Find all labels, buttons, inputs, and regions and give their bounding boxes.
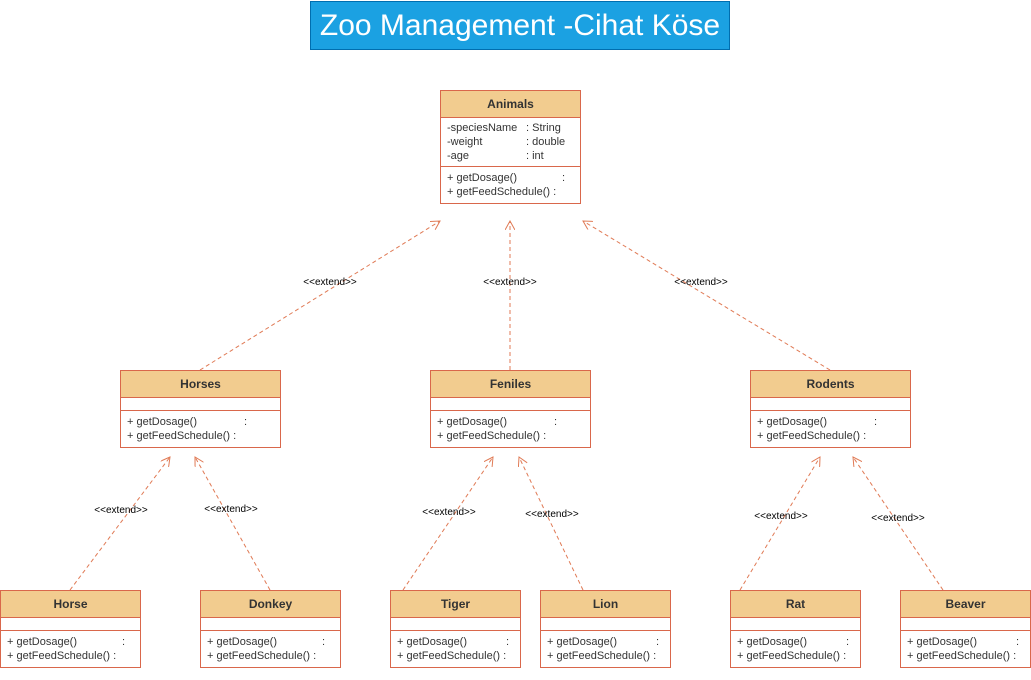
class-methods: + getDosage(): + getFeedSchedule() : <box>731 631 860 667</box>
class-methods: + getDosage(): + getFeedSchedule() : <box>201 631 340 667</box>
method-row: + getFeedSchedule() : <box>737 650 847 662</box>
class-methods: + getDosage(): + getFeedSchedule() : <box>441 167 580 203</box>
class-name: Feniles <box>431 371 590 398</box>
class-name: Lion <box>541 591 670 618</box>
class-horses[interactable]: Horses + getDosage(): + getFeedSchedule(… <box>120 370 281 448</box>
class-animals[interactable]: Animals -speciesName: String -weight: do… <box>440 90 581 204</box>
edge-label: <<extend>> <box>754 511 808 522</box>
edge-rodents-animals: <<extend>> <box>583 221 831 371</box>
method-row: + getDosage(): <box>7 636 126 648</box>
edge-label: <<extend>> <box>525 509 579 520</box>
method-row: + getFeedSchedule() : <box>397 650 507 662</box>
class-attributes: -speciesName: String -weight: double -ag… <box>441 118 580 167</box>
class-methods: + getDosage(): + getFeedSchedule() : <box>751 411 910 447</box>
class-name: Tiger <box>391 591 520 618</box>
attribute-row: -speciesName: String <box>447 122 561 134</box>
method-row: + getFeedSchedule() : <box>447 186 557 198</box>
edge-label: <<extend>> <box>871 513 925 524</box>
method-row: + getDosage(): <box>207 636 326 648</box>
class-methods: + getDosage(): + getFeedSchedule() : <box>1 631 140 667</box>
class-attributes <box>901 618 1030 631</box>
edge-label: <<extend>> <box>94 505 148 516</box>
class-beaver[interactable]: Beaver + getDosage(): + getFeedSchedule(… <box>900 590 1031 668</box>
class-name: Animals <box>441 91 580 118</box>
class-tiger[interactable]: Tiger + getDosage(): + getFeedSchedule()… <box>390 590 521 668</box>
method-row: + getDosage(): <box>907 636 1020 648</box>
method-row: + getFeedSchedule() : <box>547 650 657 662</box>
class-donkey[interactable]: Donkey + getDosage(): + getFeedSchedule(… <box>200 590 341 668</box>
class-name: Rat <box>731 591 860 618</box>
class-name: Rodents <box>751 371 910 398</box>
class-feniles[interactable]: Feniles + getDosage(): + getFeedSchedule… <box>430 370 591 448</box>
class-methods: + getDosage(): + getFeedSchedule() : <box>431 411 590 447</box>
edge-donkey-horses: <<extend>> <box>195 457 271 591</box>
class-attributes <box>731 618 860 631</box>
method-row: + getFeedSchedule() : <box>7 650 117 662</box>
class-lion[interactable]: Lion + getDosage(): + getFeedSchedule() … <box>540 590 671 668</box>
edge-feniles-animals: <<extend>> <box>483 221 537 370</box>
class-attributes <box>751 398 910 411</box>
class-rodents[interactable]: Rodents + getDosage(): + getFeedSchedule… <box>750 370 911 448</box>
class-methods: + getDosage(): + getFeedSchedule() : <box>901 631 1030 667</box>
class-methods: + getDosage(): + getFeedSchedule() : <box>121 411 280 447</box>
class-horse[interactable]: Horse + getDosage(): + getFeedSchedule()… <box>0 590 141 668</box>
method-row: + getFeedSchedule() : <box>757 430 867 442</box>
method-row: + getDosage(): <box>447 172 566 184</box>
class-attributes <box>201 618 340 631</box>
class-name: Beaver <box>901 591 1030 618</box>
class-attributes <box>1 618 140 631</box>
edge-label: <<extend>> <box>483 277 537 288</box>
class-name: Donkey <box>201 591 340 618</box>
edge-horse-horses: <<extend>> <box>69 457 170 591</box>
method-row: + getDosage(): <box>397 636 510 648</box>
edge-tiger-feniles: <<extend>> <box>402 457 493 591</box>
method-row: + getDosage(): <box>127 416 248 428</box>
class-methods: + getDosage(): + getFeedSchedule() : <box>391 631 520 667</box>
class-rat[interactable]: Rat + getDosage(): + getFeedSchedule() : <box>730 590 861 668</box>
method-row: + getFeedSchedule() : <box>907 650 1017 662</box>
class-attributes <box>391 618 520 631</box>
class-attributes <box>121 398 280 411</box>
edge-label: <<extend>> <box>422 507 476 518</box>
method-row: + getDosage(): <box>547 636 660 648</box>
edge-rat-rodents: <<extend>> <box>739 457 820 591</box>
edge-label: <<extend>> <box>303 277 357 288</box>
edge-horses-animals: <<extend>> <box>199 221 440 371</box>
method-row: + getDosage(): <box>737 636 850 648</box>
class-name: Horses <box>121 371 280 398</box>
edge-label: <<extend>> <box>204 504 258 515</box>
method-row: + getFeedSchedule() : <box>207 650 317 662</box>
attribute-row: -weight: double <box>447 136 566 148</box>
diagram-title: Zoo Management -Cihat Köse <box>310 1 730 50</box>
edge-beaver-rodents: <<extend>> <box>853 457 944 591</box>
class-attributes <box>541 618 670 631</box>
method-row: + getFeedSchedule() : <box>127 430 237 442</box>
method-row: + getFeedSchedule() : <box>437 430 547 442</box>
method-row: + getDosage(): <box>757 416 878 428</box>
attribute-row: -age: int <box>447 150 544 162</box>
class-name: Horse <box>1 591 140 618</box>
edge-label: <<extend>> <box>674 277 728 288</box>
class-attributes <box>431 398 590 411</box>
method-row: + getDosage(): <box>437 416 558 428</box>
edge-lion-feniles: <<extend>> <box>519 457 584 591</box>
class-methods: + getDosage(): + getFeedSchedule() : <box>541 631 670 667</box>
